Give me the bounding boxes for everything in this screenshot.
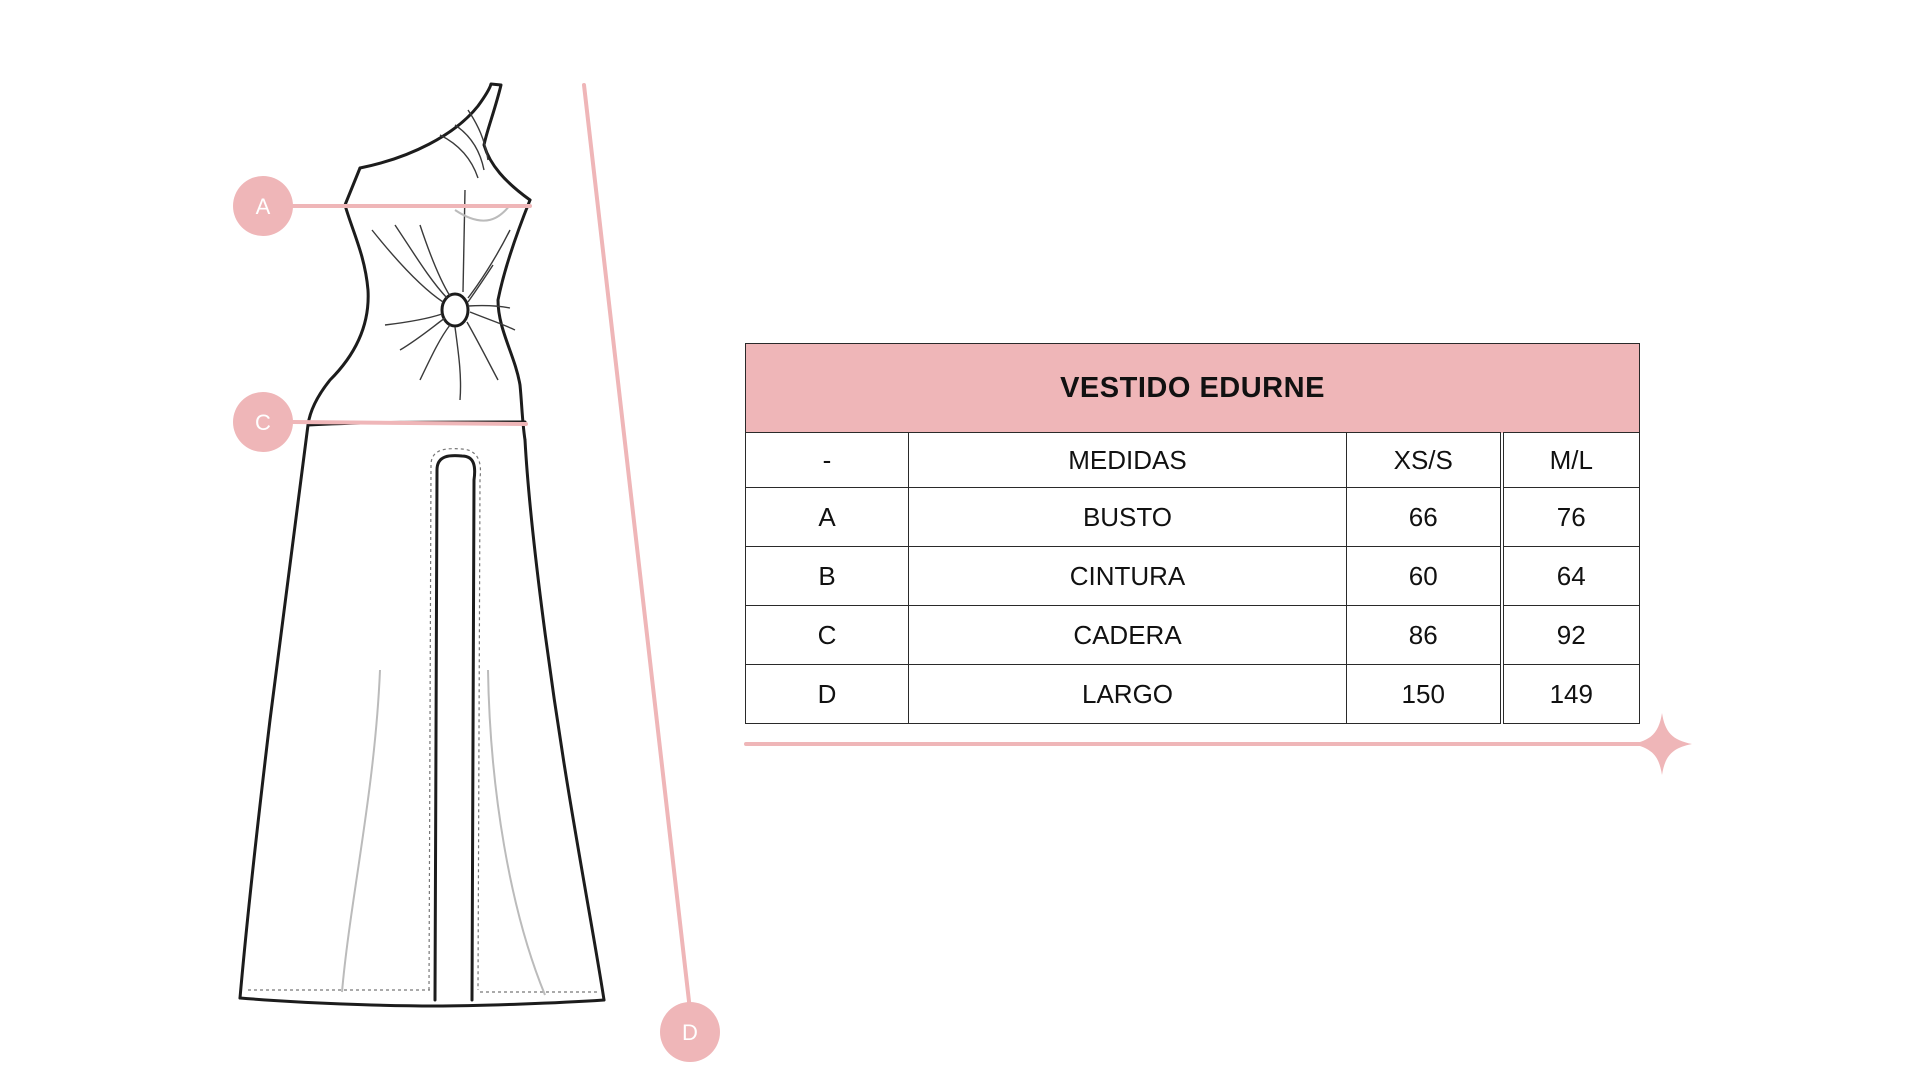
row-measure-name: CADERA [908,605,1347,665]
row-value-m-l: 76 [1499,487,1641,547]
row-code: C [745,605,909,665]
slit-stitching [248,448,598,993]
table-title-row: VESTIDO EDURNE [744,343,1641,433]
measure-line-d [582,83,692,1012]
row-measure-name: BUSTO [908,487,1347,547]
marker-d: D [660,1002,720,1062]
header-measure: MEDIDAS [908,432,1347,488]
header-size-m-l: M/L [1499,432,1641,488]
row-value-m-l: 92 [1499,605,1641,665]
table-row: A BUSTO 66 76 [745,487,1641,547]
row-measure-name: LARGO [908,664,1347,724]
marker-a: A [233,176,293,236]
table-header-row: - MEDIDAS XS/S M/L [745,432,1641,488]
row-measure-name: CINTURA [908,546,1347,606]
marker-d-label: D [682,1020,698,1045]
dress-details [371,109,516,401]
marker-c-label: C [255,410,271,435]
measurement-lines [291,83,1662,1012]
marker-c: C [233,392,293,452]
row-code: B [745,546,909,606]
fabric-folds [341,204,546,996]
row-value-xs-s: 86 [1346,605,1502,665]
sparkle-icon [1632,713,1692,775]
size-table: VESTIDO EDURNE - MEDIDAS XS/S M/L A BUST… [744,343,1641,724]
row-code: D [745,664,909,724]
row-code: A [745,487,909,547]
table-row: D LARGO 150 149 [745,664,1641,724]
header-code: - [745,432,909,488]
marker-a-label: A [256,194,271,219]
table-row: B CINTURA 60 64 [745,546,1641,606]
table-title: VESTIDO EDURNE [744,343,1641,433]
row-value-xs-s: 150 [1346,664,1502,724]
header-size-xs-s: XS/S [1346,432,1502,488]
row-value-xs-s: 60 [1346,546,1502,606]
dress-drawing [238,82,606,1008]
row-value-m-l: 149 [1499,664,1641,724]
measure-line-c [291,420,528,426]
table-row: C CADERA 86 92 [745,605,1641,665]
row-value-xs-s: 66 [1346,487,1502,547]
row-value-m-l: 64 [1499,546,1641,606]
